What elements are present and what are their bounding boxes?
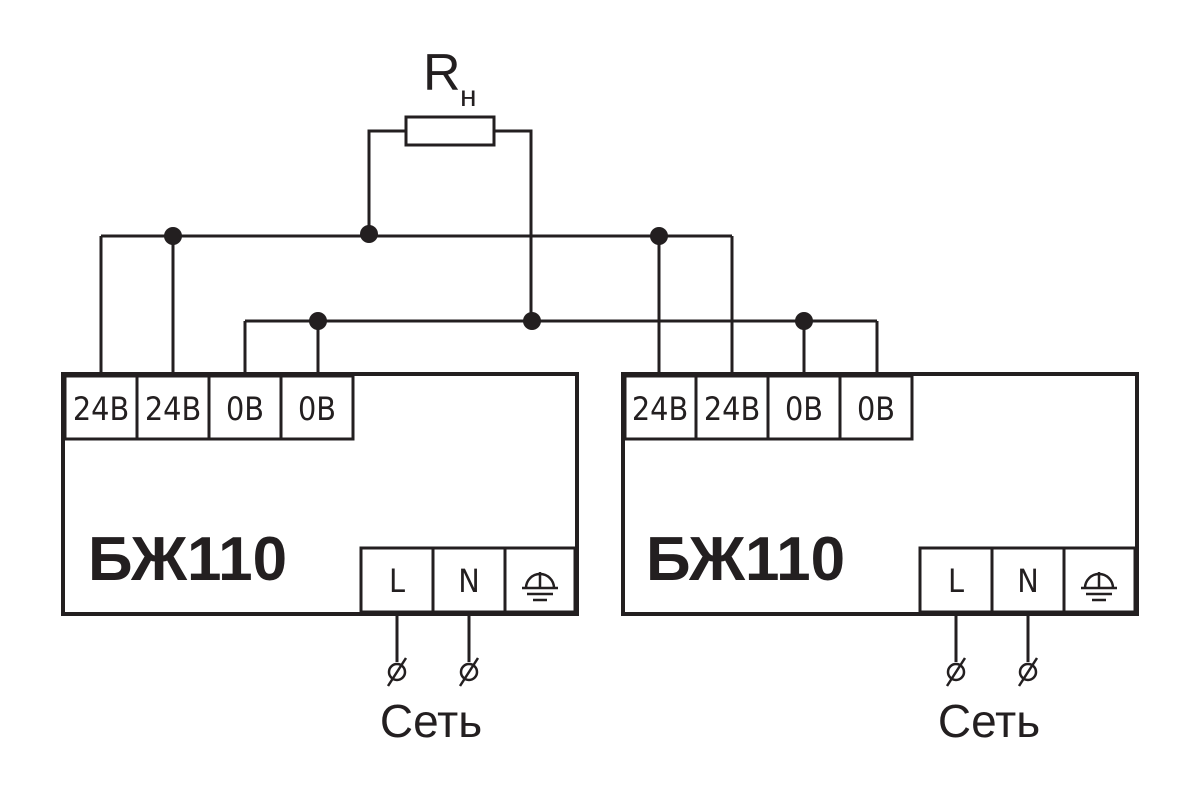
terminal-l: [918, 546, 994, 614]
mains-terminal-icon: [386, 657, 408, 687]
mains-label: Сеть: [938, 695, 1040, 747]
mains-label: Сеть: [380, 695, 482, 747]
resistor-body: [404, 115, 496, 147]
terminal-label: L: [389, 562, 405, 600]
wiring: [99, 129, 879, 374]
junction-dot: [523, 312, 541, 330]
terminal-label: N: [458, 562, 480, 600]
junction-dot: [164, 227, 182, 245]
terminal-24v: [135, 374, 211, 441]
resistor-lead-negative: [494, 129, 533, 321]
terminal-label: L: [948, 562, 964, 600]
junction-dot: [360, 225, 378, 243]
terminal-label: 0В: [298, 390, 336, 428]
terminal-24v: [63, 374, 139, 441]
junction-dot: [650, 227, 668, 245]
junction-dot: [309, 312, 327, 330]
mains-terminal-icon: [1017, 657, 1039, 687]
terminal-24v: [623, 374, 698, 441]
protective-earth-icon: [1081, 572, 1117, 602]
terminal-label: 0В: [785, 390, 823, 428]
terminal-label: 24В: [73, 390, 129, 428]
power-unit-2: 24В 24В 0В 0В БЖ110 L N Сеть: [621, 372, 1139, 747]
unit-model-label: БЖ110: [646, 525, 845, 594]
protective-earth-icon: [522, 572, 558, 602]
terminal-0v: [838, 374, 914, 441]
resistor-lead-positive: [367, 129, 406, 234]
load-resistor: R н: [404, 44, 496, 147]
terminal-24v: [694, 374, 770, 441]
terminal-label: 0В: [857, 390, 895, 428]
terminal-label: 24В: [632, 390, 688, 428]
terminal-l: [359, 546, 435, 614]
terminal-label: 24В: [145, 390, 201, 428]
mains-terminal-icon: [458, 657, 480, 687]
terminal-0v: [766, 374, 842, 441]
terminal-0v: [207, 374, 283, 441]
terminal-label: 24В: [704, 390, 760, 428]
resistor-subscript: н: [460, 80, 477, 113]
power-unit-1: 24В 24В 0В 0В БЖ110 L N Сеть: [61, 372, 579, 747]
terminal-label: N: [1017, 562, 1039, 600]
unit-model-label: БЖ110: [88, 525, 287, 594]
mains-terminal-icon: [945, 657, 967, 687]
terminal-label: 0В: [226, 390, 264, 428]
terminal-0v: [279, 374, 355, 441]
junction-dot: [795, 312, 813, 330]
terminal-n: [431, 546, 507, 614]
terminal-n: [990, 546, 1066, 614]
resistor-label: R: [423, 44, 461, 102]
